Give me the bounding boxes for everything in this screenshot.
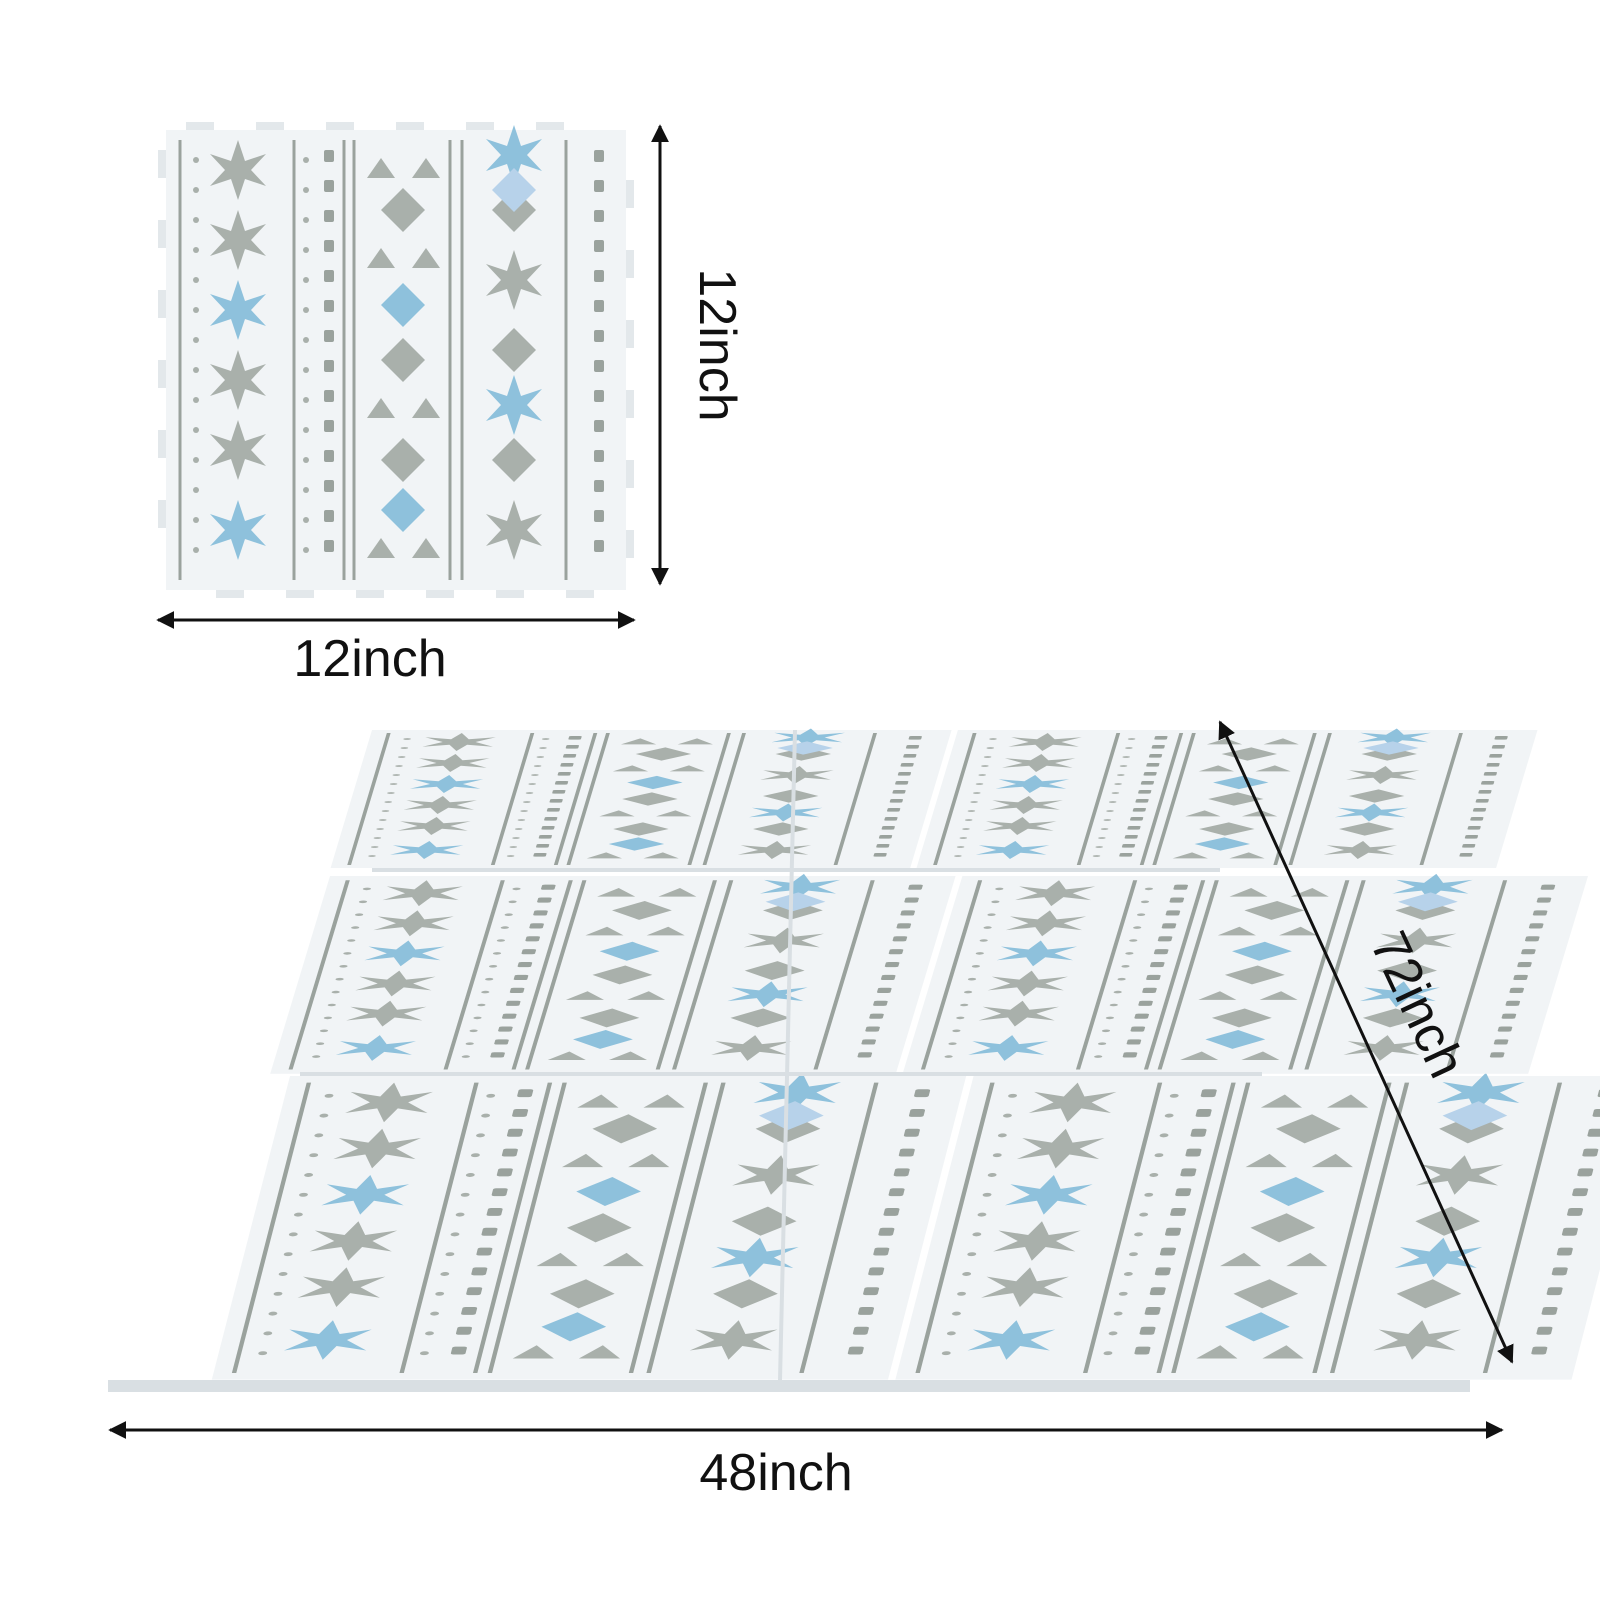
tile-height-label: 12inch <box>688 268 746 421</box>
tile-width-label: 12inch <box>293 630 446 688</box>
assembled-mat <box>108 729 1600 1392</box>
single-tile <box>158 122 634 598</box>
mat-width-label: 48inch <box>699 1444 852 1502</box>
mat-length-arrow <box>1218 720 1514 1364</box>
